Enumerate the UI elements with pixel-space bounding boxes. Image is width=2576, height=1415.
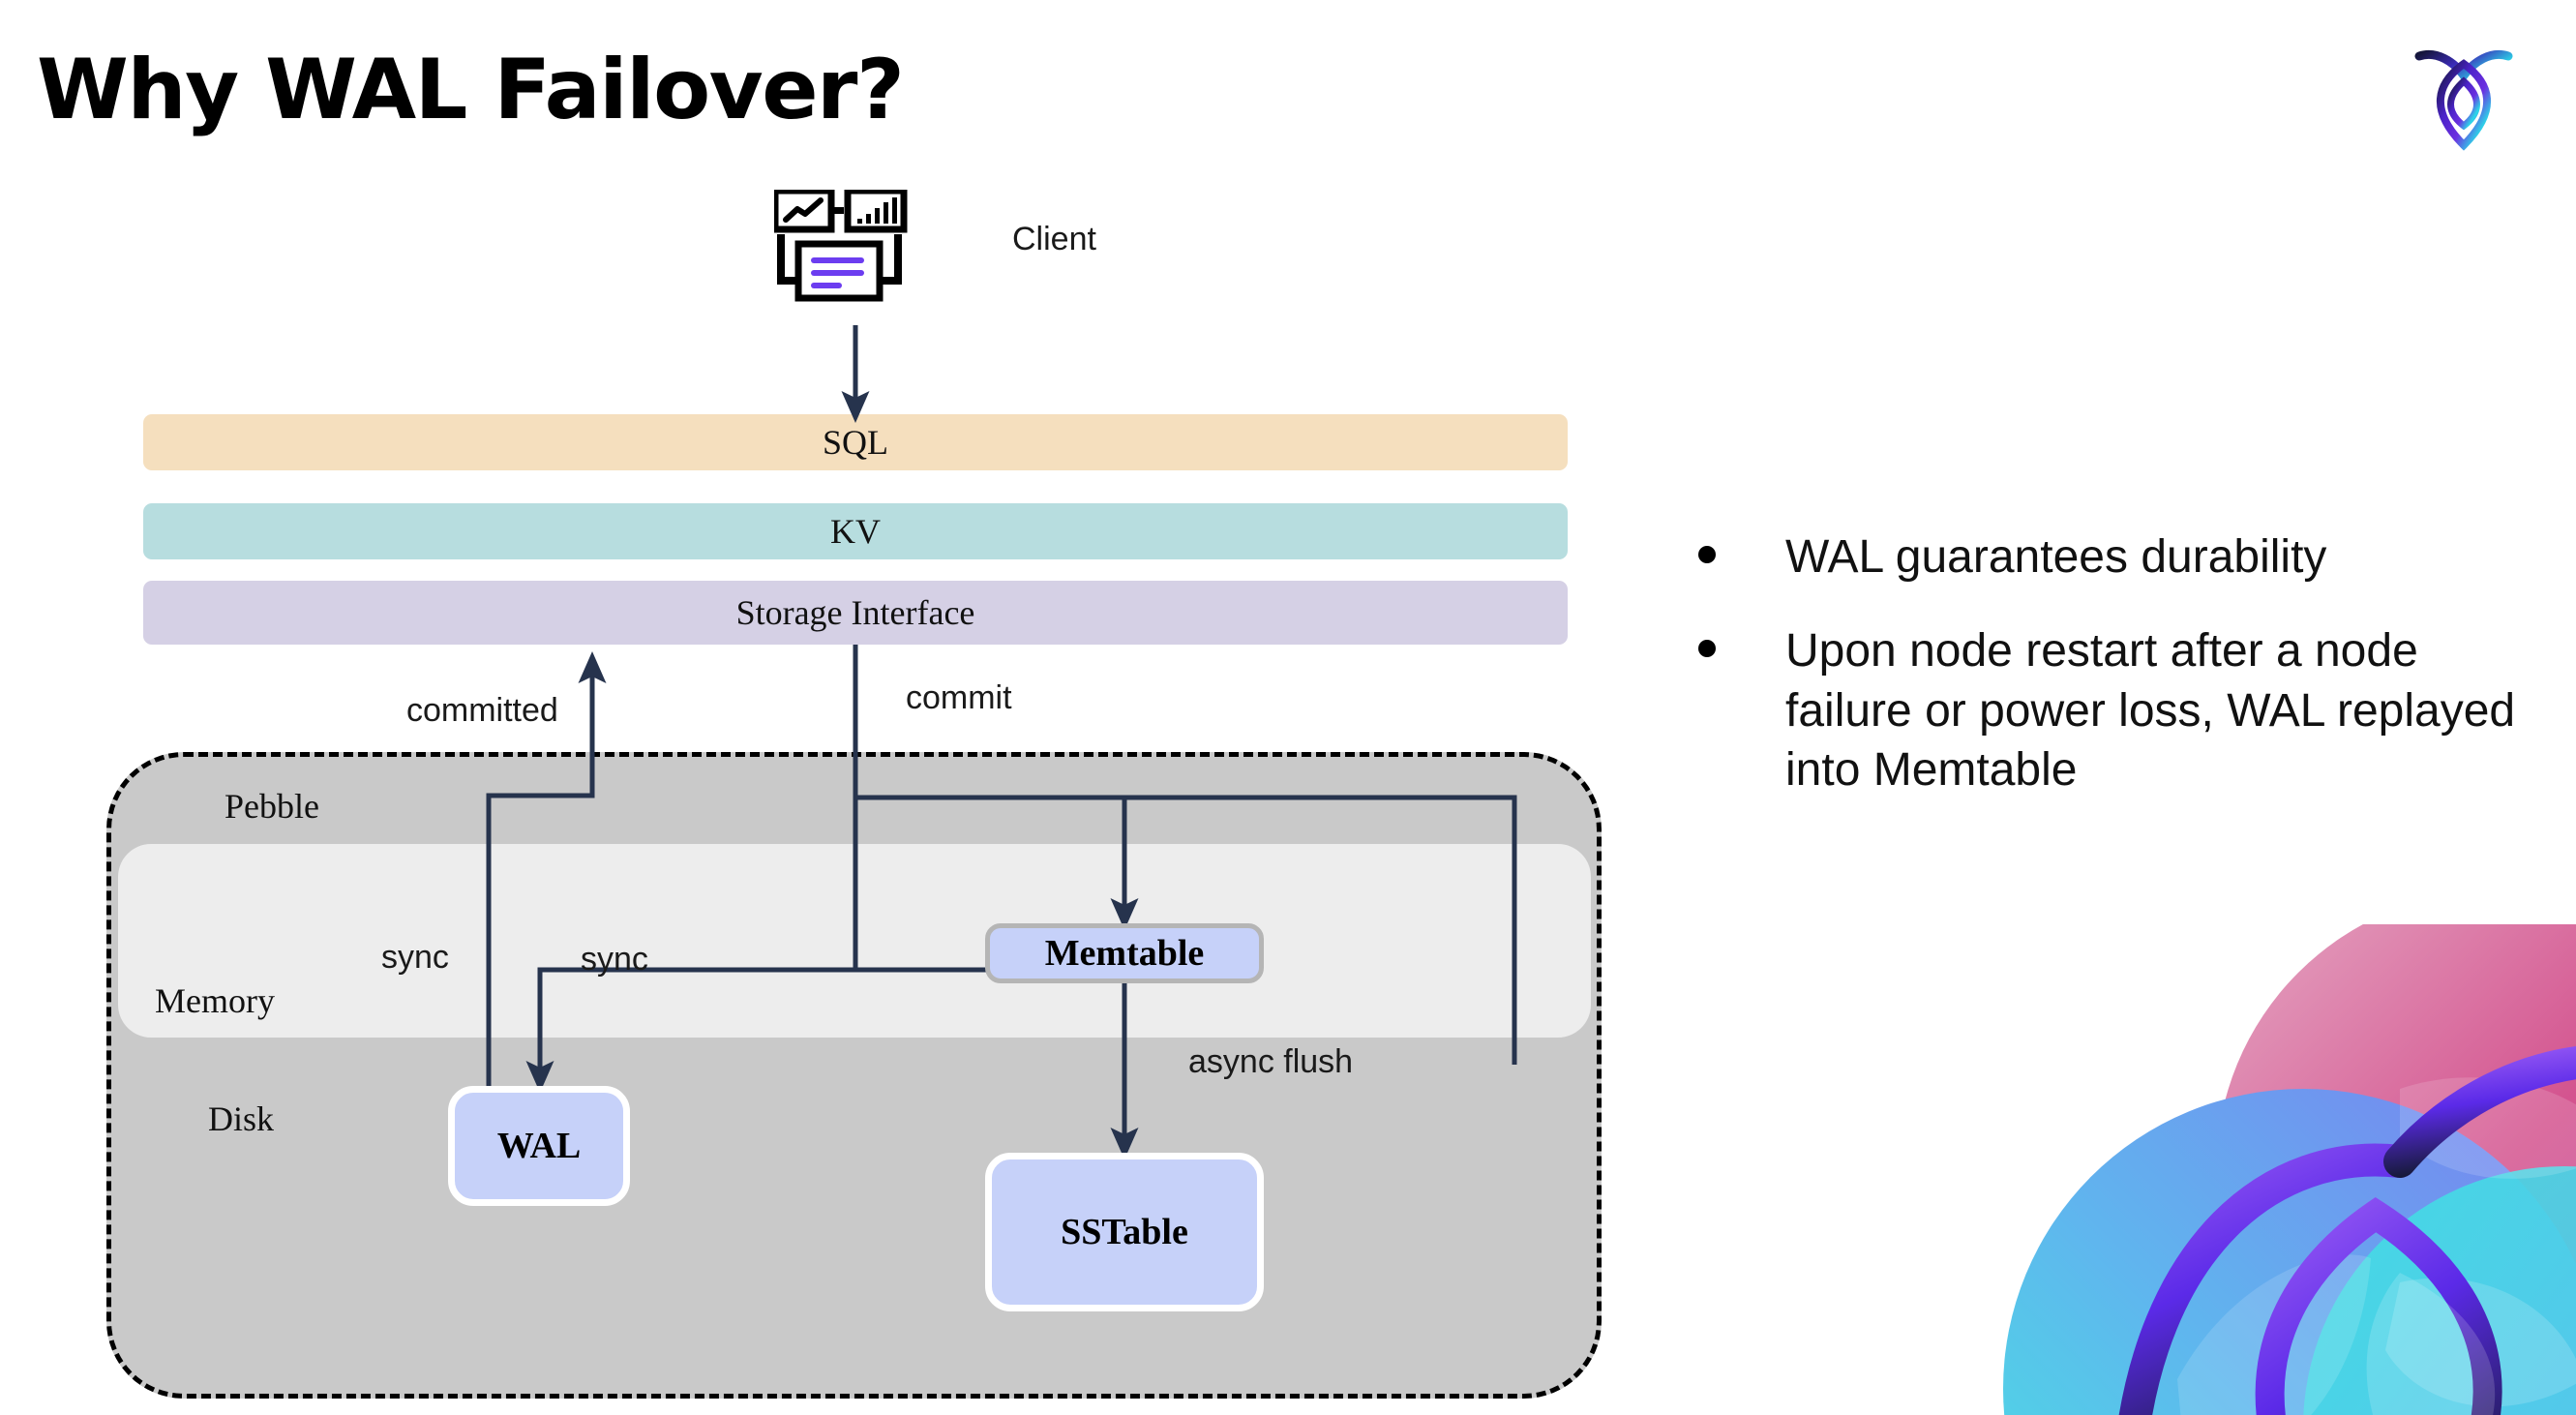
layer-label-sql: SQL — [822, 423, 888, 462]
bullet-text: WAL guarantees durability — [1785, 531, 2327, 583]
memory-region — [118, 844, 1591, 1038]
layer-label-kv: KV — [830, 512, 881, 551]
disk-label: Disk — [208, 1099, 275, 1138]
edge-label-sync-right: sync — [581, 941, 648, 978]
node-sstable: SSTable — [985, 1153, 1264, 1311]
node-wal: WAL — [448, 1086, 630, 1206]
client-dashboard-icon — [771, 187, 929, 325]
node-memtable: Memtable — [985, 923, 1264, 983]
page-title: Why WAL Failover? — [37, 42, 905, 138]
cockroachdb-logo — [2404, 31, 2524, 151]
client-label: Client — [1012, 221, 1096, 257]
bullet-dot-icon — [1698, 640, 1716, 658]
edge-label-committed: committed — [406, 692, 558, 729]
node-memtable-label: Memtable — [1044, 933, 1205, 974]
bullet-list: WAL guarantees durability Upon node rest… — [1698, 527, 2531, 835]
edge-label-commit: commit — [906, 679, 1012, 716]
bullet-text: Upon node restart after a node failure o… — [1785, 625, 2516, 797]
list-item: WAL guarantees durability — [1698, 527, 2531, 587]
pebble-label: Pebble — [225, 787, 319, 826]
layer-label-storage-interface: Storage Interface — [735, 593, 975, 632]
bullet-dot-icon — [1698, 546, 1716, 563]
node-wal-label: WAL — [496, 1126, 582, 1166]
list-item: Upon node restart after a node failure o… — [1698, 621, 2531, 799]
memory-label: Memory — [155, 981, 275, 1020]
layer-bar-storage-interface: Storage Interface — [143, 581, 1568, 645]
edge-label-async-flush: async flush — [1188, 1043, 1354, 1080]
cockroachdb-watermark — [1945, 924, 2576, 1415]
edge-label-sync-left: sync — [381, 939, 449, 976]
layer-bar-sql: SQL — [143, 414, 1568, 470]
layer-bar-kv: KV — [143, 503, 1568, 559]
node-sstable-label: SSTable — [1061, 1212, 1188, 1252]
